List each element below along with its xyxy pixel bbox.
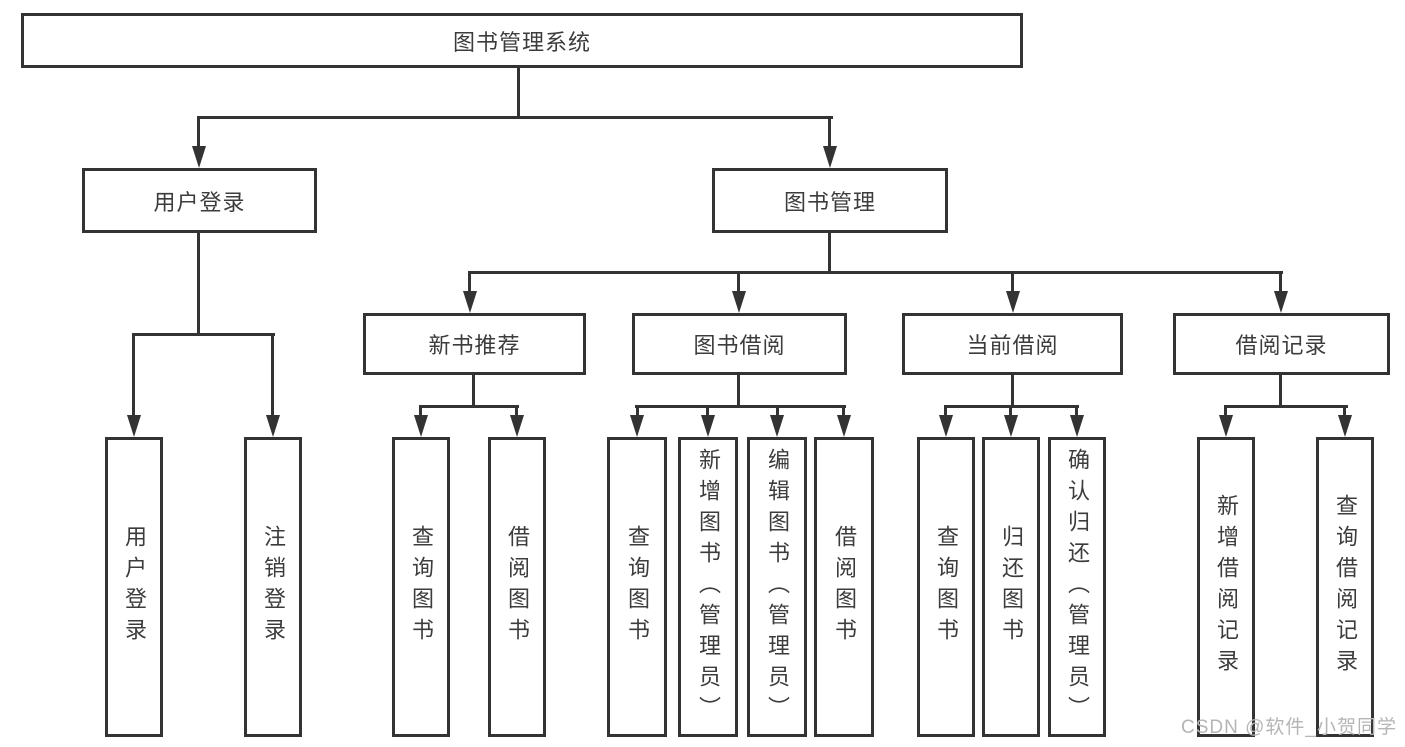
connector-line: [1224, 405, 1348, 408]
connector-line: [1224, 405, 1227, 417]
connector-line: [132, 333, 275, 336]
leaf-confirm-return-admin: 确认归还（管理员）: [1048, 437, 1106, 737]
leaf-query-books-borrow: 查询图书: [607, 437, 667, 737]
arrow-down-icon: [127, 415, 141, 437]
node-library-system: 图书管理系统: [21, 13, 1023, 68]
arrow-down-icon: [939, 415, 953, 437]
connector-line: [419, 405, 519, 408]
connector-line: [737, 271, 740, 293]
connector-line: [197, 233, 200, 335]
arrow-down-icon: [837, 415, 851, 437]
connector-line: [132, 333, 135, 417]
arrow-down-icon: [823, 146, 837, 168]
node-current-borrow: 当前借阅: [902, 313, 1123, 375]
connector-line: [468, 271, 471, 293]
leaf-borrow-books: 借阅图书: [814, 437, 874, 737]
leaf-user-login: 用户登录: [105, 437, 163, 737]
arrow-down-icon: [630, 415, 644, 437]
leaf-borrow-books-recommend: 借阅图书: [488, 437, 546, 737]
connector-line: [472, 375, 475, 407]
node-user-login: 用户登录: [82, 168, 317, 233]
arrow-down-icon: [1004, 415, 1018, 437]
arrow-down-icon: [1219, 415, 1233, 437]
leaf-add-books-admin: 新增图书（管理员）: [678, 437, 738, 737]
node-new-book-recommend: 新书推荐: [363, 313, 586, 375]
leaf-edit-books-admin: 编辑图书（管理员）: [747, 437, 807, 737]
connector-line: [635, 405, 846, 408]
leaf-query-borrow-record: 查询借阅记录: [1316, 437, 1374, 737]
connector-line: [197, 116, 833, 119]
arrow-down-icon: [701, 415, 715, 437]
node-book-management: 图书管理: [712, 168, 948, 233]
connector-line: [828, 233, 831, 273]
node-borrow-records: 借阅记录: [1173, 313, 1390, 375]
connector-line: [944, 405, 947, 417]
arrow-down-icon: [192, 146, 206, 168]
arrow-down-icon: [732, 291, 746, 313]
leaf-query-books-recommend: 查询图书: [392, 437, 450, 737]
connector-line: [1011, 375, 1014, 407]
arrow-down-icon: [1070, 415, 1084, 437]
connector-line: [419, 405, 422, 417]
connector-line: [636, 405, 639, 417]
arrow-down-icon: [414, 415, 428, 437]
connector-line: [776, 405, 779, 417]
connector-line: [1279, 271, 1282, 293]
connector-line: [1011, 271, 1014, 293]
arrow-down-icon: [463, 291, 477, 313]
arrow-down-icon: [1274, 291, 1288, 313]
node-book-borrow: 图书借阅: [632, 313, 847, 375]
connector-line: [706, 405, 709, 417]
csdn-watermark: CSDN @软件_小贺同学: [1181, 717, 1397, 738]
connector-line: [828, 116, 831, 148]
connector-line: [468, 271, 1283, 274]
connector-line: [517, 68, 520, 118]
connector-line: [1279, 375, 1282, 407]
arrow-down-icon: [770, 415, 784, 437]
leaf-add-borrow-record: 新增借阅记录: [1197, 437, 1255, 737]
connector-line: [737, 375, 740, 407]
arrow-down-icon: [1006, 291, 1020, 313]
connector-line: [515, 405, 518, 417]
leaf-return-books: 归还图书: [982, 437, 1040, 737]
connector-line: [1009, 405, 1012, 417]
connector-line: [271, 333, 274, 417]
arrow-down-icon: [1338, 415, 1352, 437]
leaf-query-books-current: 查询图书: [917, 437, 975, 737]
connector-line: [1343, 405, 1346, 417]
connector-line: [197, 116, 200, 148]
connector-line: [842, 405, 845, 417]
leaf-logout: 注销登录: [244, 437, 302, 737]
arrow-down-icon: [510, 415, 524, 437]
arrow-down-icon: [266, 415, 280, 437]
connector-line: [1075, 405, 1078, 417]
